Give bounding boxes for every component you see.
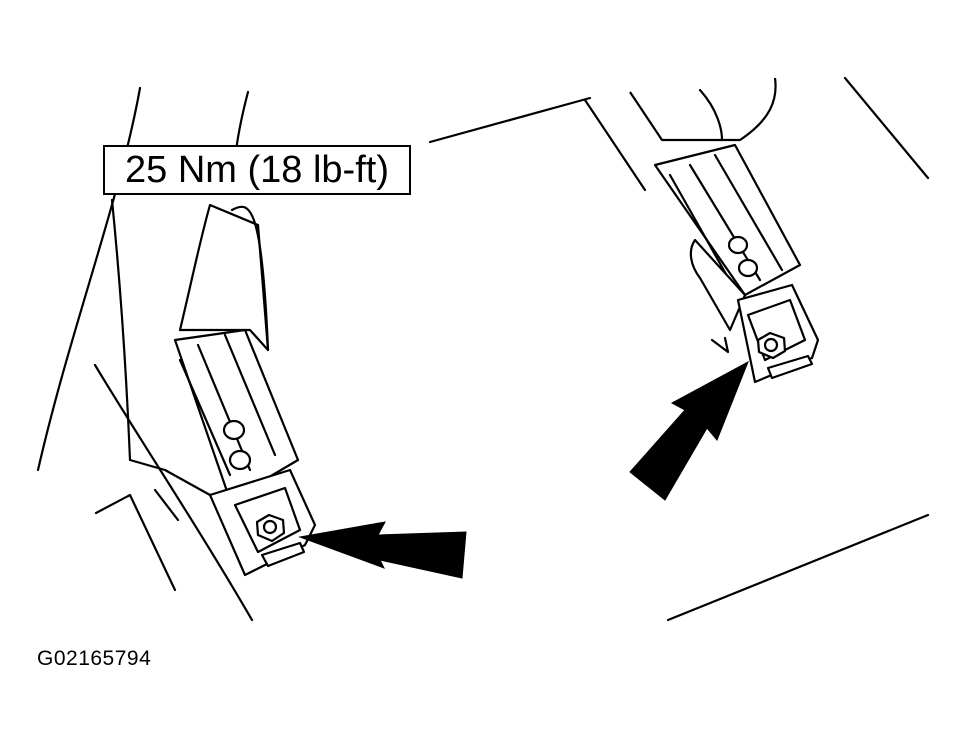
right-bracket-nut [756,331,787,360]
left-arrow-icon [298,521,467,579]
torque-spec-label: 25 Nm (18 lb-ft) [103,145,411,195]
figure-id: G02165794 [37,647,152,670]
right-arrow-icon [629,360,749,501]
background-contours [36,76,930,622]
left-seat-track-bracket [110,198,317,577]
right-seat-track-bracket [583,77,820,384]
left-bracket-nut [255,513,286,543]
